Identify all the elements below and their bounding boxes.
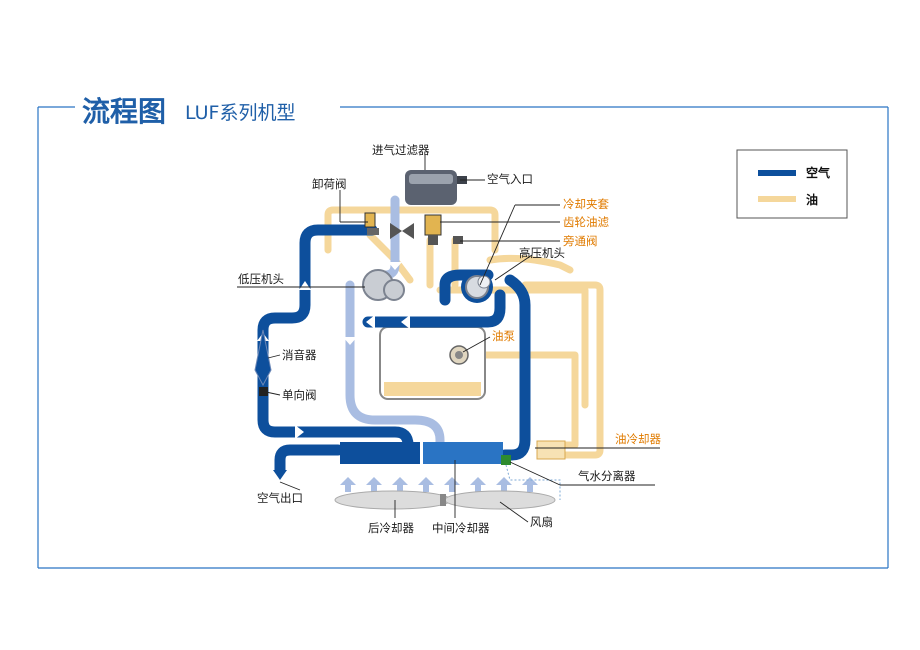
label-intake-filter: 进气过滤器 bbox=[372, 143, 430, 157]
unloader-valve bbox=[364, 212, 414, 239]
label-low-pressure-head: 低压机头 bbox=[238, 272, 284, 286]
legend-oil-swatch bbox=[758, 196, 796, 202]
low-pressure-head bbox=[362, 269, 405, 301]
check-valve bbox=[259, 387, 268, 396]
page-subtitle: LUF系列机型 bbox=[185, 102, 295, 124]
label-bypass-valve: 旁通阀 bbox=[563, 234, 598, 248]
label-water-separator: 气水分离器 bbox=[578, 469, 636, 483]
oil-pump bbox=[449, 345, 469, 365]
label-silencer: 消音器 bbox=[282, 348, 317, 362]
page-title: 流程图 bbox=[82, 95, 166, 128]
bypass-valve bbox=[453, 236, 463, 244]
gear-oil-filter bbox=[424, 214, 442, 245]
label-air-outlet: 空气出口 bbox=[257, 491, 303, 505]
label-high-pressure-head: 高压机头 bbox=[519, 246, 565, 260]
oil-cooler bbox=[536, 440, 566, 460]
label-check-valve: 单向阀 bbox=[282, 388, 317, 402]
air-pipes-dark bbox=[257, 224, 531, 476]
label-cooling-jacket: 冷却夹套 bbox=[563, 197, 609, 211]
air-outlet-arrow bbox=[273, 470, 287, 480]
label-oil-pump: 油泵 bbox=[492, 329, 515, 343]
label-fan: 风扇 bbox=[530, 515, 553, 529]
label-inter-cooler: 中间冷却器 bbox=[432, 521, 490, 535]
inter-cooler bbox=[423, 442, 503, 464]
light-pipe-arrows bbox=[343, 262, 402, 345]
after-cooler bbox=[340, 442, 420, 464]
label-air-inlet: 空气入口 bbox=[487, 172, 533, 186]
intake-filter bbox=[405, 170, 467, 205]
label-unloader-valve: 卸荷阀 bbox=[312, 177, 347, 191]
fan bbox=[334, 490, 556, 510]
diagram-frame bbox=[37, 106, 889, 569]
label-gear-oil-filter: 齿轮油滤 bbox=[563, 215, 609, 229]
legend-air-swatch bbox=[758, 170, 796, 176]
silencer bbox=[254, 329, 272, 387]
legend-oil-label: 油 bbox=[806, 192, 818, 207]
label-oil-cooler: 油冷却器 bbox=[615, 432, 661, 446]
label-after-cooler: 后冷却器 bbox=[368, 521, 414, 535]
oil-sump bbox=[379, 326, 486, 400]
legend: 空气 油 bbox=[736, 149, 848, 219]
high-pressure-head bbox=[461, 271, 493, 303]
legend-air-label: 空气 bbox=[806, 165, 830, 180]
fan-airflow-arrows bbox=[340, 477, 538, 492]
leader-lines bbox=[237, 155, 660, 523]
water-separator bbox=[501, 455, 511, 465]
